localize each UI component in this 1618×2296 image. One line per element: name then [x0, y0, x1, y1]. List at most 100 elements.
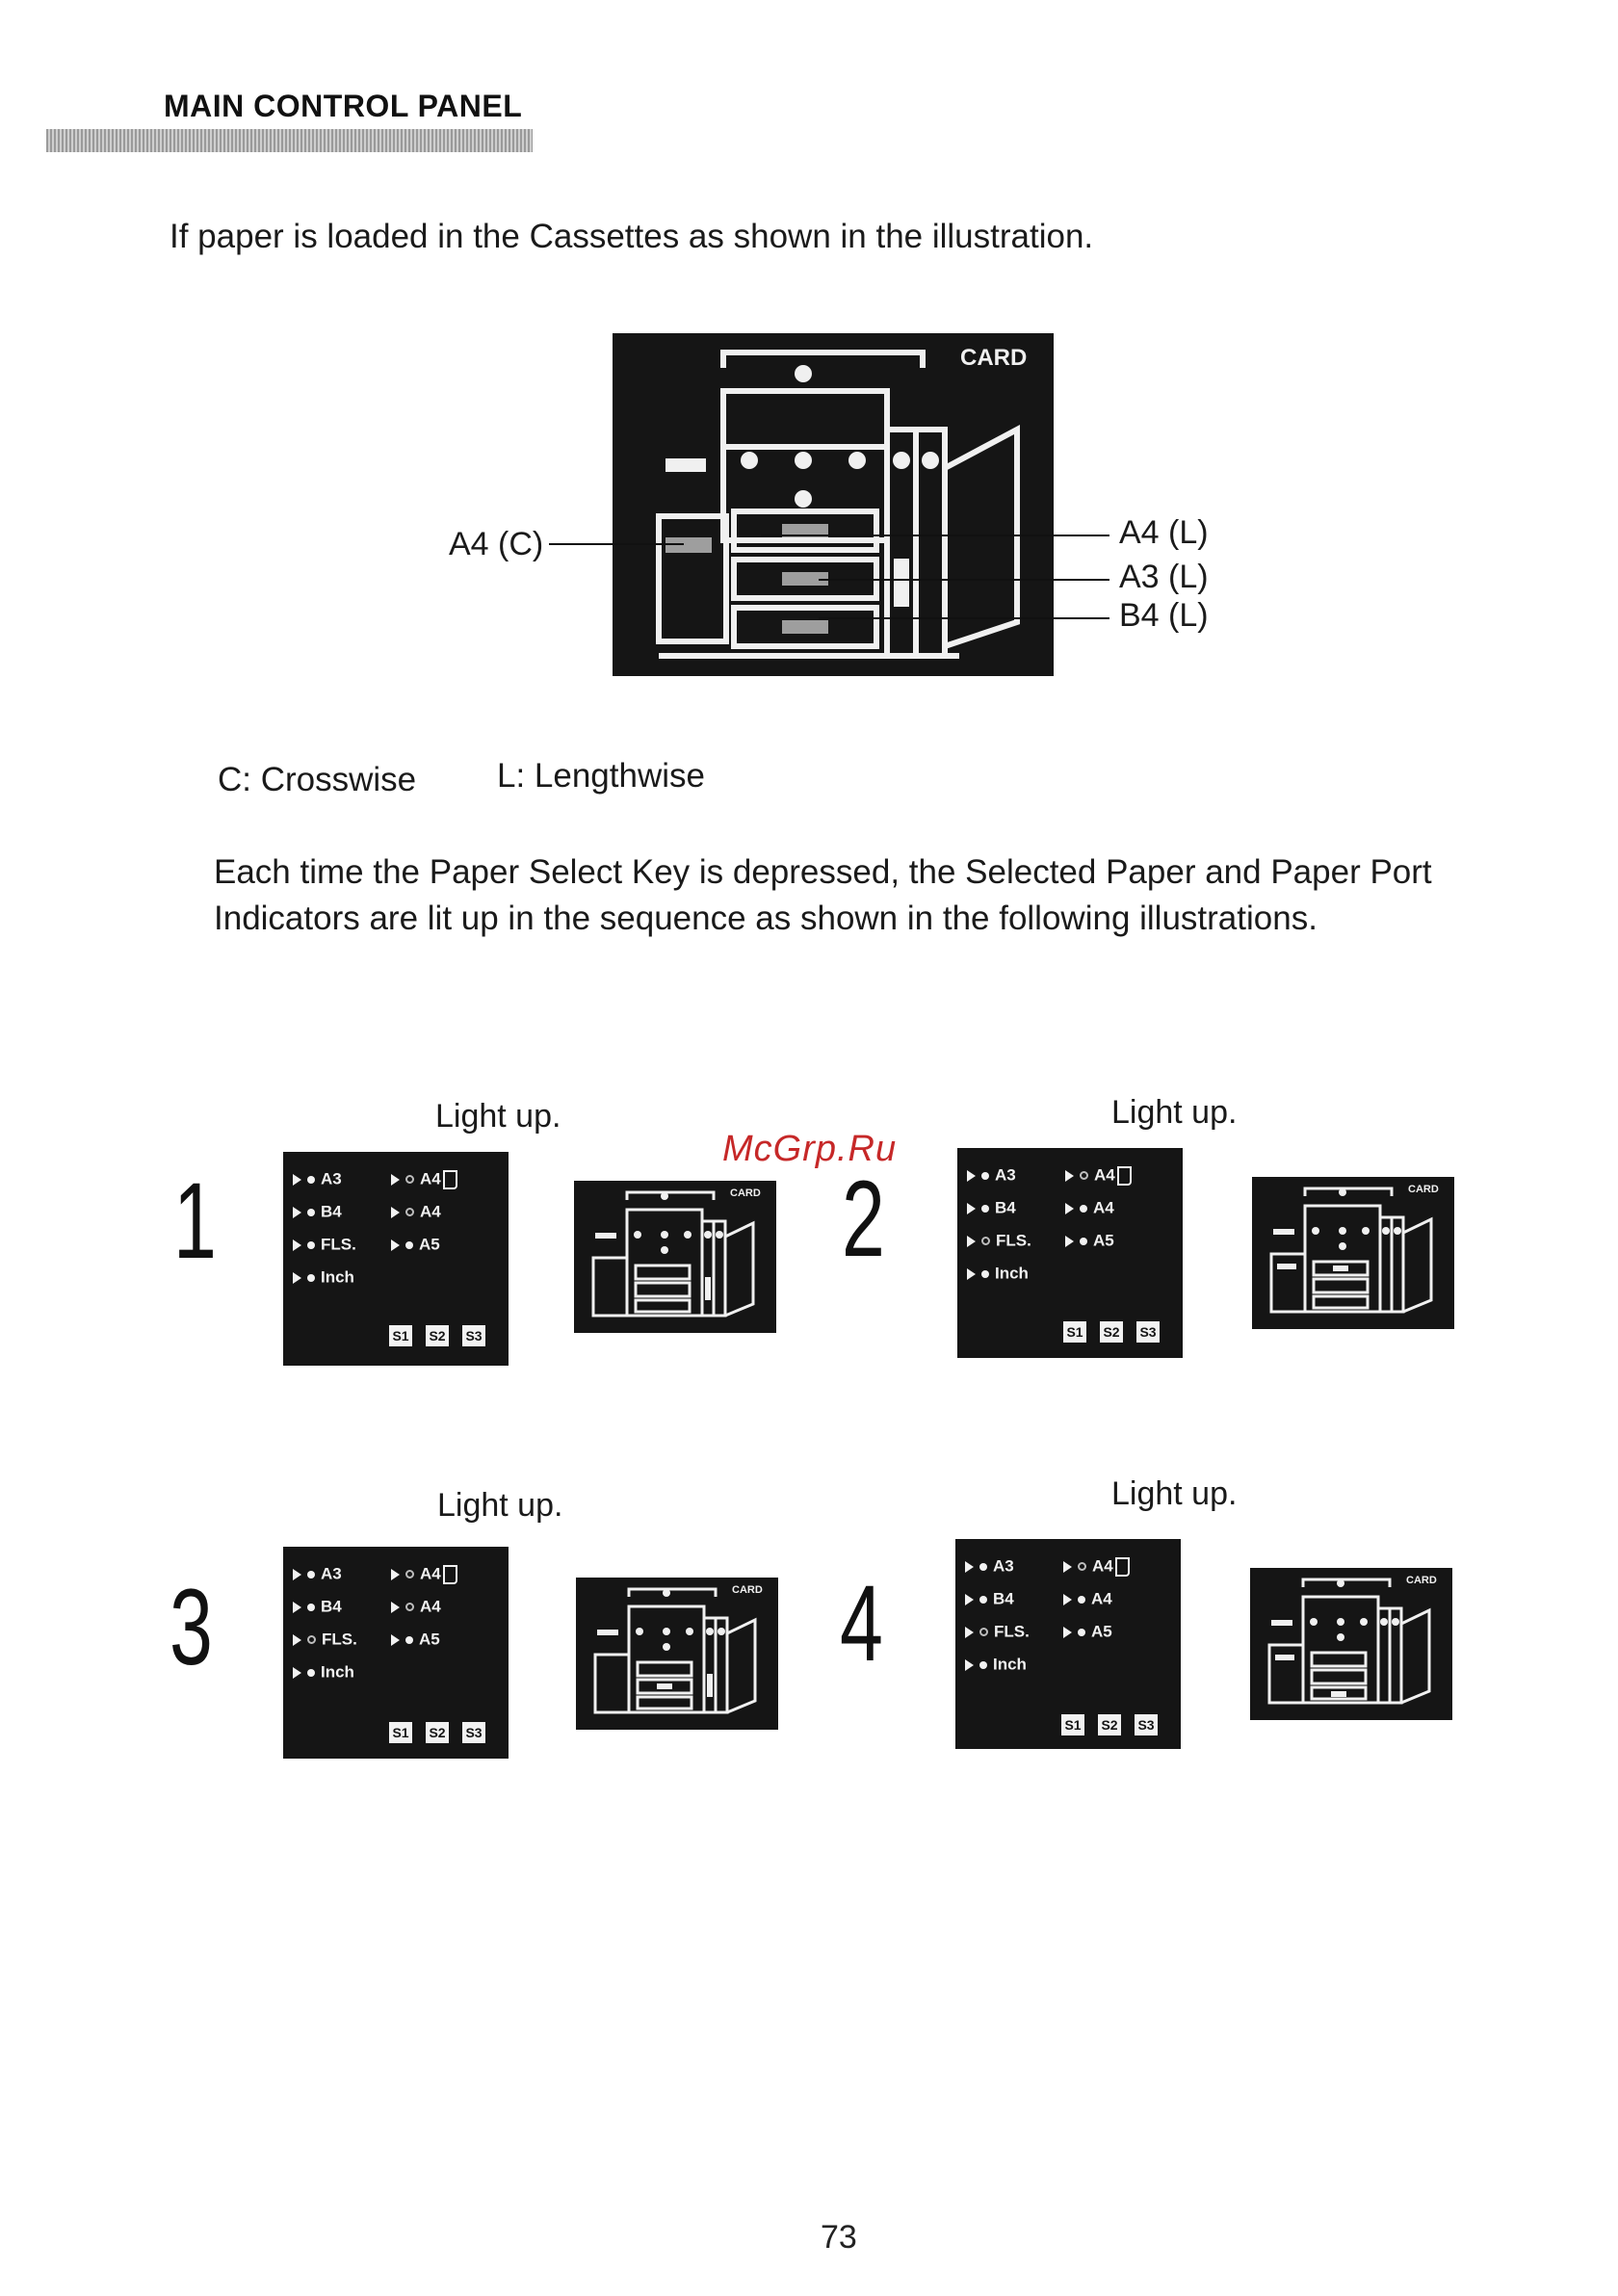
dot-icon	[405, 1635, 413, 1644]
step-2-number: 2	[842, 1159, 885, 1279]
arrow-icon	[293, 1633, 301, 1646]
step-2-caption: Light up.	[1111, 1094, 1238, 1131]
arrow-icon	[391, 1173, 400, 1186]
watermark: McGrp.Ru	[722, 1129, 898, 1169]
card-label: CARD	[1406, 1575, 1437, 1586]
s3-key: S3	[1135, 1714, 1158, 1735]
page-number: 73	[821, 2219, 857, 2256]
dot-icon	[1078, 1595, 1085, 1604]
s1-key: S1	[1061, 1714, 1084, 1735]
s3-key: S3	[1136, 1321, 1160, 1343]
step-2-indicator-panel: A3 B4 FLS. Inch A4 A4 A5 S1 S2 S3	[957, 1148, 1183, 1358]
dot-icon	[307, 1240, 315, 1249]
dot-icon	[307, 1175, 315, 1184]
dot-icon	[405, 1603, 414, 1612]
arrow-icon	[967, 1202, 976, 1214]
s2-key: S2	[426, 1325, 449, 1346]
s3-key: S3	[462, 1722, 485, 1743]
paper-sheet-icon	[1114, 1556, 1130, 1577]
arrow-icon	[391, 1633, 400, 1646]
paper-sheet-icon	[442, 1564, 457, 1584]
dot-icon	[307, 1208, 315, 1216]
arrow-icon	[965, 1560, 974, 1573]
s2-key: S2	[1100, 1321, 1123, 1343]
arrow-icon	[965, 1658, 974, 1671]
arrow-icon	[391, 1206, 400, 1218]
arrow-icon	[965, 1626, 974, 1638]
s3-key: S3	[462, 1325, 485, 1346]
paper-sheet-icon	[1116, 1165, 1132, 1186]
arrow-icon	[391, 1568, 400, 1580]
arrow-icon	[293, 1173, 301, 1186]
arrow-icon	[293, 1206, 301, 1218]
label-a3-lengthwise: A3 (L)	[1119, 559, 1209, 595]
arrow-icon	[967, 1169, 976, 1182]
description-text: Each time the Paper Select Key is depres…	[214, 853, 1432, 937]
card-label: CARD	[960, 345, 1027, 371]
arrow-icon	[293, 1239, 301, 1251]
arrow-icon	[1063, 1593, 1072, 1605]
arrow-icon	[967, 1235, 976, 1247]
step-1-copier-illustration: CARD	[574, 1181, 776, 1333]
step-1-caption: Light up.	[435, 1098, 561, 1135]
card-label: CARD	[1408, 1184, 1439, 1195]
step-3-copier-illustration: CARD	[576, 1578, 778, 1730]
paper-sheet-icon	[442, 1169, 457, 1189]
dot-icon	[307, 1570, 315, 1578]
step-4-caption: Light up.	[1111, 1475, 1238, 1512]
dot-icon	[405, 1208, 414, 1217]
step-3-indicator-panel: A3 B4 FLS. Inch A4 A4 A5 S1 S2 S3	[283, 1547, 509, 1759]
step-3-caption: Light up.	[437, 1487, 563, 1524]
intro-text: If paper is loaded in the Cassettes as s…	[170, 218, 1094, 255]
dot-icon	[405, 1570, 414, 1579]
arrow-icon	[1065, 1169, 1074, 1182]
arrow-icon	[293, 1568, 301, 1580]
dot-icon	[981, 1237, 990, 1246]
s2-key: S2	[1098, 1714, 1121, 1735]
arrow-icon	[293, 1601, 301, 1613]
label-b4-lengthwise: B4 (L)	[1119, 597, 1209, 634]
label-leader-lines	[549, 535, 1109, 619]
step-4-number: 4	[840, 1563, 883, 1683]
arrow-icon	[391, 1601, 400, 1613]
step-4-indicator-panel: A3 B4 FLS. Inch A4 A4 A5 S1 S2 S3	[955, 1539, 1181, 1749]
dot-icon	[979, 1595, 987, 1604]
dot-icon	[307, 1635, 316, 1645]
step-2-copier-illustration: CARD	[1252, 1177, 1454, 1329]
arrow-icon	[967, 1267, 976, 1280]
step-3-number: 3	[170, 1567, 213, 1687]
dot-icon	[979, 1562, 987, 1571]
dot-icon	[405, 1240, 413, 1249]
section-title: MAIN CONTROL PANEL	[164, 89, 523, 123]
dot-icon	[1080, 1204, 1087, 1213]
legend-lengthwise: L: Lengthwise	[497, 757, 705, 795]
dot-icon	[1078, 1562, 1086, 1572]
arrow-icon	[293, 1271, 301, 1284]
dot-icon	[307, 1273, 315, 1282]
dot-icon	[981, 1171, 989, 1180]
card-label: CARD	[730, 1187, 761, 1199]
s1-key: S1	[389, 1325, 412, 1346]
arrow-icon	[1063, 1626, 1072, 1638]
dot-icon	[1080, 1237, 1087, 1245]
dot-icon	[979, 1660, 987, 1669]
arrow-icon	[1063, 1560, 1072, 1573]
dot-icon	[1080, 1171, 1088, 1181]
dot-icon	[405, 1175, 414, 1185]
dot-icon	[981, 1269, 989, 1278]
dot-icon	[307, 1603, 315, 1611]
label-a4-lengthwise: A4 (L)	[1119, 514, 1209, 551]
step-1-number: 1	[173, 1161, 217, 1281]
s1-key: S1	[389, 1722, 412, 1743]
arrow-icon	[965, 1593, 974, 1605]
arrow-icon	[391, 1239, 400, 1251]
dot-icon	[1078, 1628, 1085, 1636]
dot-icon	[307, 1668, 315, 1677]
step-4-copier-illustration: CARD	[1250, 1568, 1452, 1720]
label-a4-crosswise: A4 (C)	[449, 526, 544, 562]
card-label: CARD	[732, 1584, 763, 1596]
step-1-indicator-panel: A3 B4 FLS. Inch A4 A4 A5 S1 S2 S3	[283, 1152, 509, 1366]
s2-key: S2	[426, 1722, 449, 1743]
dot-icon	[979, 1628, 988, 1637]
arrow-icon	[1065, 1202, 1074, 1214]
